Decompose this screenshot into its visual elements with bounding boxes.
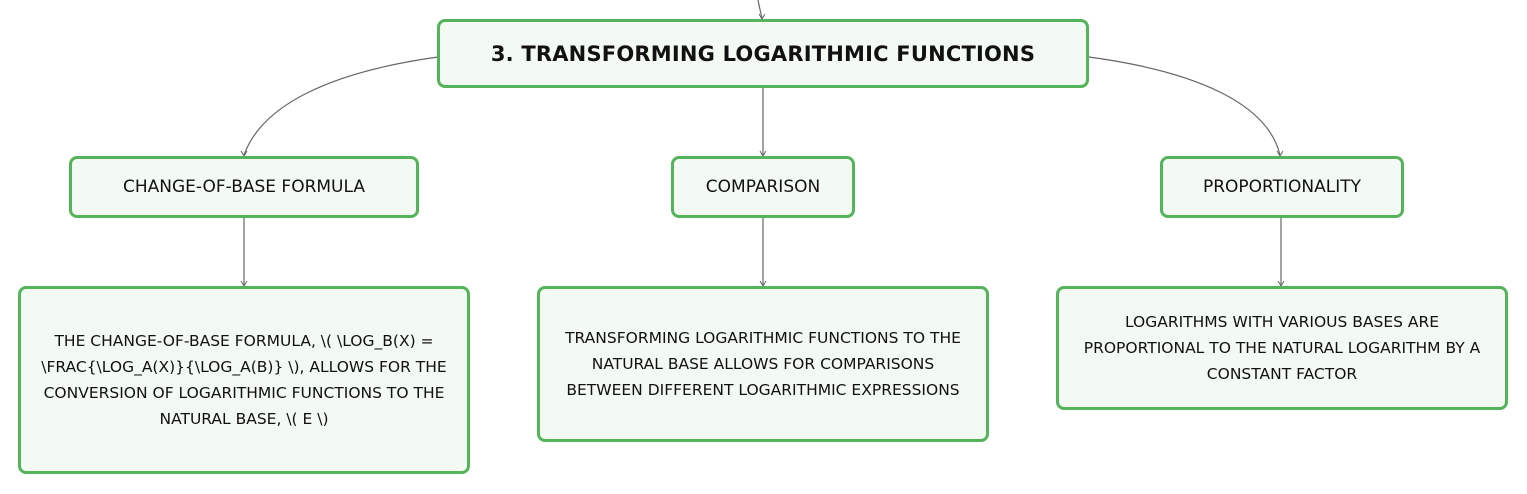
detail-text: THE CHANGE-OF-BASE FORMULA, \( \LOG_B(X)…: [41, 332, 447, 428]
branch-node-change-of-base[interactable]: CHANGE-OF-BASE FORMULA: [69, 156, 419, 218]
detail-node-proportionality[interactable]: LOGARITHMS WITH VARIOUS BASES ARE PROPOR…: [1056, 286, 1508, 410]
branch-node-comparison[interactable]: COMPARISON: [671, 156, 855, 218]
connector-parent-to-root: [757, 0, 763, 19]
detail-node-comparison[interactable]: TRANSFORMING LOGARITHMIC FUNCTIONS TO TH…: [537, 286, 989, 442]
detail-text: TRANSFORMING LOGARITHMIC FUNCTIONS TO TH…: [565, 329, 961, 399]
connector-root-to-proportionality: [1088, 56, 1281, 156]
root-title: 3. TRANSFORMING LOGARITHMIC FUNCTIONS: [490, 41, 1036, 66]
branch-label: PROPORTIONALITY: [1202, 177, 1362, 197]
detail-node-change-of-base[interactable]: THE CHANGE-OF-BASE FORMULA, \( \LOG_B(X)…: [18, 286, 470, 474]
branch-label: COMPARISON: [705, 177, 821, 197]
connector-root-to-change-of-base: [243, 56, 439, 156]
root-node[interactable]: 3. TRANSFORMING LOGARITHMIC FUNCTIONS: [437, 19, 1089, 88]
detail-text: LOGARITHMS WITH VARIOUS BASES ARE PROPOR…: [1083, 313, 1481, 383]
branch-label: CHANGE-OF-BASE FORMULA: [122, 177, 365, 197]
branch-node-proportionality[interactable]: PROPORTIONALITY: [1160, 156, 1404, 218]
